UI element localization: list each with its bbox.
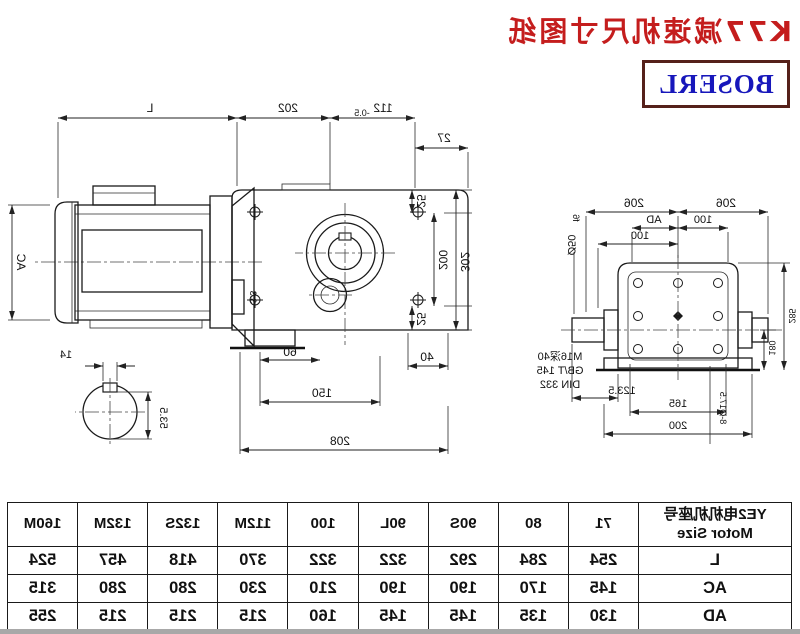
table-row-L: L 254 284 292 322 322 370 418 457 524 [7, 546, 792, 575]
col-header: 100 [287, 502, 359, 547]
cell: 190 [358, 574, 429, 603]
dim-shaft-dia: Ø50 [565, 235, 577, 256]
cell: 315 [7, 574, 78, 603]
cell: 130 [568, 602, 639, 631]
gearbox-front-view [560, 255, 782, 380]
cell: 215 [217, 602, 288, 631]
cell: 255 [7, 602, 78, 631]
motor-side-view [32, 185, 262, 348]
cell: 190 [428, 574, 499, 603]
cell: 254 [568, 546, 639, 575]
dim-200-foot: 200 [669, 420, 687, 432]
dim-key-width: 14 [60, 349, 72, 361]
dim-27: 27 [437, 131, 451, 145]
dim-206-right: 206 [624, 196, 644, 210]
center-mark-icon [673, 311, 683, 321]
cell: 292 [428, 546, 499, 575]
col-header: 90S [428, 502, 499, 547]
col-header: 132M [77, 502, 148, 547]
dim-AD: AD [646, 214, 661, 226]
cell: 457 [77, 546, 148, 575]
gearbox-side-view: 3.3 [230, 183, 469, 350]
dim-25-bot: 25 [414, 312, 428, 326]
cell: 135 [498, 602, 569, 631]
cell: 418 [147, 546, 218, 575]
dim-112: 112 [373, 101, 392, 115]
cell: 145 [568, 574, 639, 603]
bottom-edge [0, 629, 800, 634]
dim-AC: AC [14, 253, 28, 270]
dim-165: 165 [669, 398, 687, 410]
note-gbt: GB/T 145 [537, 365, 584, 377]
note-center-hole: M16深40 [538, 350, 583, 363]
header-line1: YE2电机机座号 [663, 505, 767, 523]
table-row-AD: AD 130 135 145 145 160 215 215 215 255 [7, 602, 792, 631]
dim-shaft-fit: f6 [571, 214, 581, 222]
dim-40: 40 [420, 350, 434, 364]
front-view-dims: 206 206 100 AD 100 Ø50 f6 M16深40 GB/T 14… [537, 196, 797, 444]
dim-123-5: 123.5 [608, 385, 636, 397]
cell: 215 [147, 602, 218, 631]
table-header-motor-size: YE2电机机座号 Motor Size [638, 502, 792, 547]
cell: 145 [428, 602, 499, 631]
col-header: 80 [498, 502, 569, 547]
technical-drawing: L AC 14 53.5 [8, 101, 797, 454]
motor-dims: L AC [8, 101, 238, 321]
dim-100-a: 100 [694, 214, 712, 226]
gearbox-top-dims: 112 -0.5 202 27 [237, 101, 469, 188]
col-header: 112M [217, 502, 288, 547]
cell: 322 [287, 546, 359, 575]
cell: 210 [287, 574, 359, 603]
row-label: AC [638, 574, 792, 603]
row-label: AD [638, 602, 792, 631]
cell: 284 [498, 546, 569, 575]
row-label: L [638, 546, 792, 575]
dim-285: 285 [787, 308, 797, 323]
col-header: 132S [147, 502, 218, 547]
cell: 160 [287, 602, 359, 631]
col-header: 71 [568, 502, 639, 547]
cell: 230 [217, 574, 288, 603]
cell: 280 [147, 574, 218, 603]
gearbox-left-dims: 302 200 25 25 [409, 189, 472, 331]
cell: 524 [7, 546, 78, 575]
dim-3-3: 3.3 [248, 291, 258, 304]
col-header: 160M [7, 502, 78, 547]
dim-25-top: 25 [414, 194, 428, 208]
dim-60: 60 [283, 345, 297, 359]
dim-200-side: 200 [436, 250, 450, 270]
dim-key-depth: 53.5 [157, 407, 169, 428]
dim-202: 202 [278, 101, 298, 115]
gearbox-bottom-dims: 40 60 150 208 [239, 333, 449, 454]
shaft-section-view: 14 53.5 [60, 349, 169, 447]
dim-180: 180 [767, 340, 777, 355]
dim-L: L [146, 101, 153, 115]
dimension-table: YE2电机机座号 Motor Size 71 80 90S 90L 100 11… [7, 502, 792, 631]
cell: 145 [358, 602, 429, 631]
cell: 215 [77, 602, 148, 631]
dim-112-tol: -0.5 [354, 108, 370, 118]
bolt-mark-icon [247, 204, 426, 308]
table-row-AC: AC 145 170 190 190 210 230 280 280 315 [7, 574, 792, 603]
col-header: 90L [358, 502, 429, 547]
note-din: DIN 332 [540, 379, 580, 391]
cell: 170 [498, 574, 569, 603]
dim-208: 208 [330, 434, 350, 448]
dim-100-b: 100 [631, 230, 649, 242]
cell: 280 [77, 574, 148, 603]
dim-302: 302 [458, 252, 472, 272]
header-line2: Motor Size [677, 524, 753, 542]
cell: 322 [358, 546, 429, 575]
cell: 370 [217, 546, 288, 575]
dim-150: 150 [312, 386, 332, 400]
dim-206-left: 206 [716, 196, 736, 210]
dim-bolt-holes: 8-Ø17.5 [718, 392, 728, 425]
table-header-row: YE2电机机座号 Motor Size 71 80 90S 90L 100 11… [7, 502, 792, 547]
